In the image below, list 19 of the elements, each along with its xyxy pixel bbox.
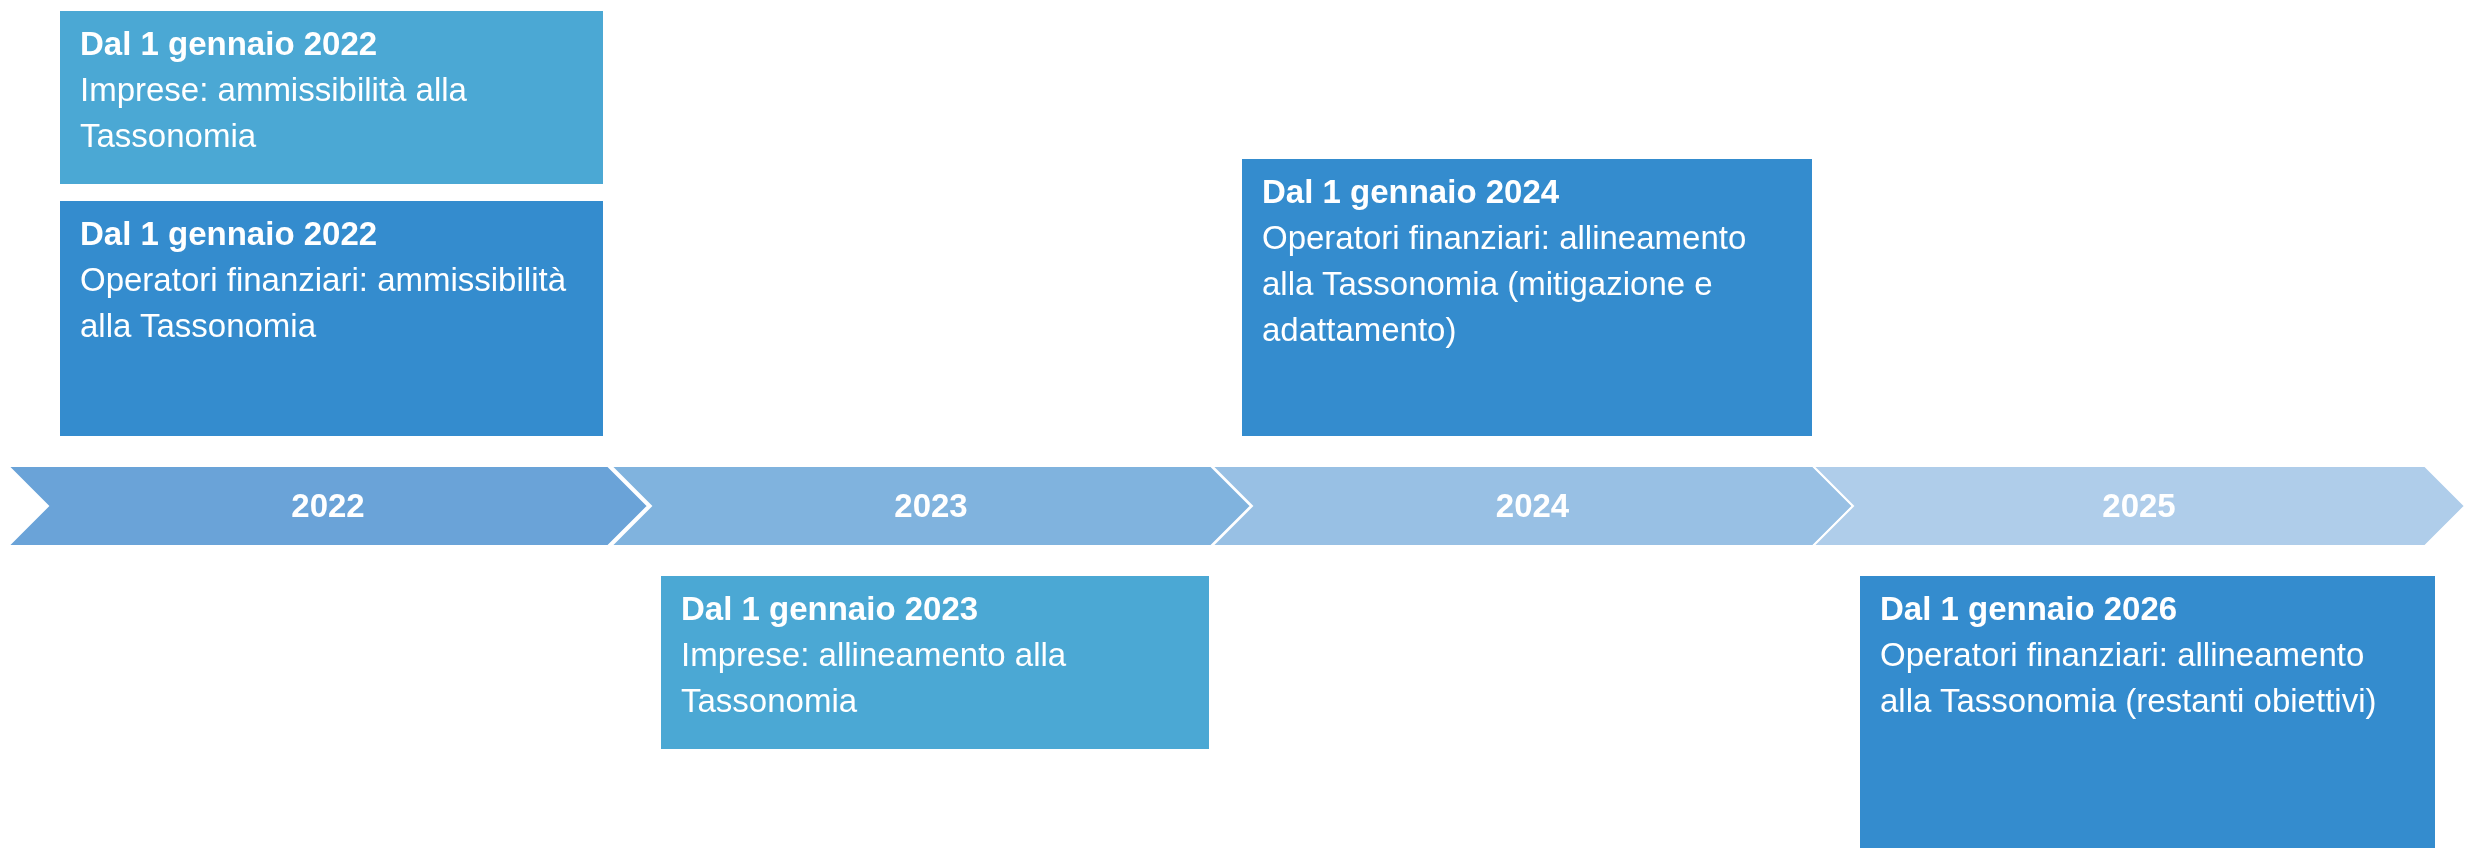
milestone-description: Operatori finanziari: allineamento alla Tassonomia (mitigazione e adattamento) [1262,218,1748,350]
milestone-description: Operatori finanziari: ammissibilità alla Tassonomia [80,260,567,346]
milestone-description: Imprese: allineamento alla Tassonomia [681,635,1068,721]
year-label: 2022 [291,487,365,525]
year-label: 2024 [1495,487,1570,525]
milestone-box [60,11,603,184]
milestone-description: Operatori finanziari: allineamento alla Tassonomia (restanti obiettivi) [1880,635,2378,721]
milestone-date: Dal 1 gennaio 2022 [80,24,379,64]
milestone-date: Dal 1 gennaio 2024 [1262,172,1561,212]
milestone-box [1860,576,2435,848]
milestone-date: Dal 1 gennaio 2023 [681,589,980,629]
year-label: 2025 [2102,487,2176,525]
year-label: 2023 [894,487,968,525]
milestone-box [661,576,1209,749]
milestone-box [1242,159,1812,436]
milestone-date: Dal 1 gennaio 2022 [80,214,379,254]
milestone-date: Dal 1 gennaio 2026 [1880,589,2179,629]
milestone-description: Imprese: ammissibilità alla Tassonomia [80,70,468,156]
milestone-box [60,201,603,436]
